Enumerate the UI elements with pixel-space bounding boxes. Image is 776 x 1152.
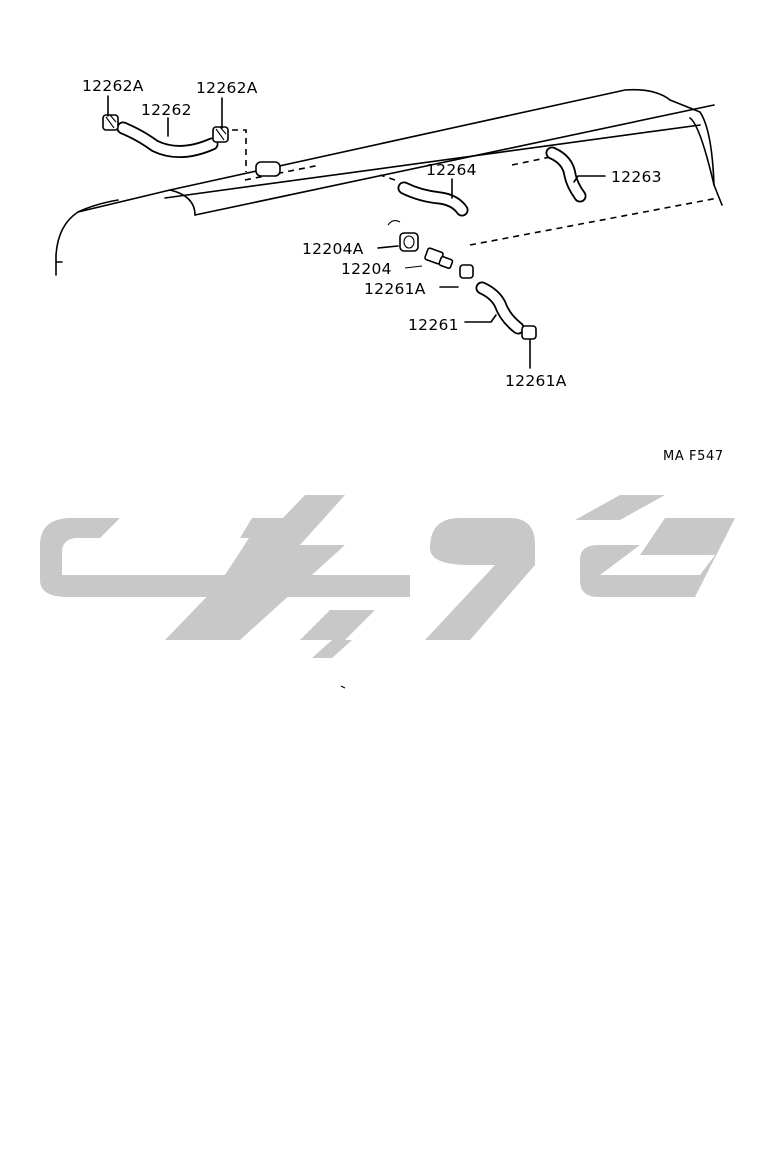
diagram-code: MA F547 <box>663 449 724 464</box>
clamp-12261a-upper <box>459 264 474 279</box>
hose-12264 <box>397 181 469 217</box>
label-12262: 12262 <box>141 101 192 119</box>
label-12262a-left: 12262A <box>82 77 144 95</box>
hook-mark <box>387 219 401 226</box>
hose-12263 <box>545 146 587 203</box>
watermark-logo <box>40 495 735 658</box>
pcv-valve-12204 <box>424 247 454 269</box>
cylinder-head-cover-outline <box>55 88 723 276</box>
label-12204a: 12204A <box>302 240 364 258</box>
clamp-12262a-right <box>212 126 229 143</box>
label-12261a-upper: 12261A <box>364 280 426 298</box>
label-12263: 12263 <box>611 168 662 186</box>
clamp-12261a-lower <box>521 325 537 340</box>
label-12261: 12261 <box>408 316 459 334</box>
clamp-12262a-left <box>102 114 119 131</box>
label-12204: 12204 <box>341 260 392 278</box>
leader-lines <box>107 95 606 369</box>
grommet-12204a <box>399 232 419 252</box>
stray-mark <box>340 685 346 689</box>
nipple-12262-connector <box>255 161 281 177</box>
label-12262a-right: 12262A <box>196 79 258 97</box>
part-labels: 12262A 12262A 12262 12264 12263 12204A 1… <box>82 77 724 464</box>
label-12261a-lower: 12261A <box>505 372 567 390</box>
hose-12261 <box>475 281 525 335</box>
label-12264: 12264 <box>426 161 477 179</box>
leader-12262-dashed <box>232 129 247 172</box>
hose-12262 <box>116 121 219 158</box>
